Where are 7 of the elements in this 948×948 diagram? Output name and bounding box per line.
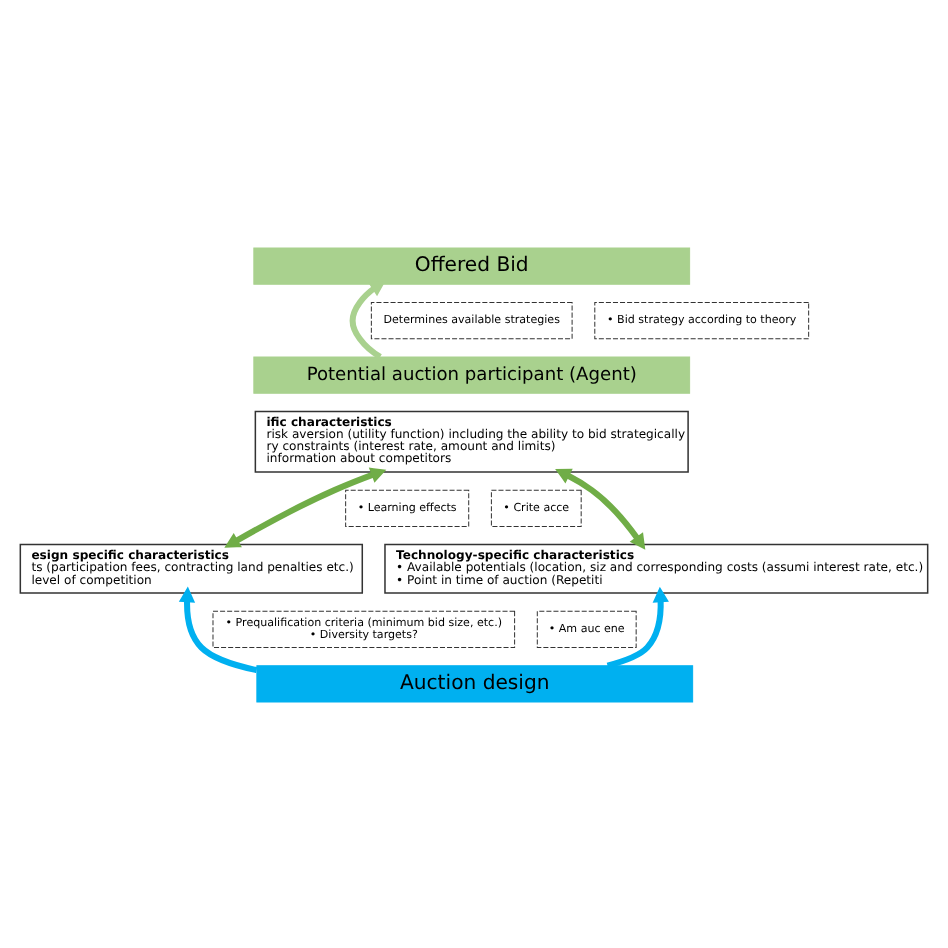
- arrow: [224, 466, 387, 547]
- node-box: Potential auction participant (Agent): [253, 355, 691, 393]
- node-box: Auction design: [256, 664, 694, 702]
- arrow: [555, 467, 646, 549]
- arrow: [349, 279, 386, 359]
- node-box: Offered Bid: [253, 246, 691, 284]
- arrow: [178, 585, 258, 673]
